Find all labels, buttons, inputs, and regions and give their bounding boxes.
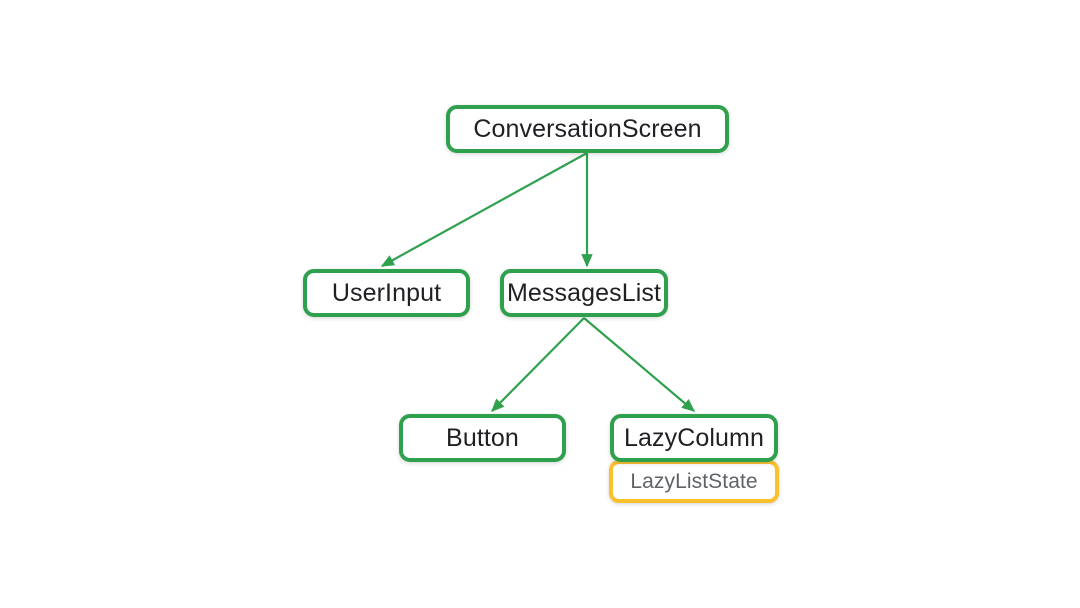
node-messages-list[interactable]: MessagesList <box>500 269 668 317</box>
node-label: UserInput <box>331 278 442 307</box>
node-lazy-column[interactable]: LazyColumn <box>610 414 778 462</box>
edge-messageslist-button <box>491 317 585 412</box>
node-label: MessagesList <box>506 278 662 307</box>
node-user-input[interactable]: UserInput <box>303 269 470 317</box>
node-label: ConversationScreen <box>473 114 702 143</box>
edge-conversationscreen-userinput <box>380 152 588 267</box>
edge-messageslist-lazycolumn <box>583 317 696 412</box>
node-label: LazyListState <box>630 470 758 493</box>
node-lazy-list-state[interactable]: LazyListState <box>609 460 779 503</box>
node-conversation-screen[interactable]: ConversationScreen <box>446 105 729 153</box>
node-label: Button <box>446 423 519 452</box>
node-label: LazyColumn <box>624 423 764 452</box>
node-button[interactable]: Button <box>399 414 566 462</box>
